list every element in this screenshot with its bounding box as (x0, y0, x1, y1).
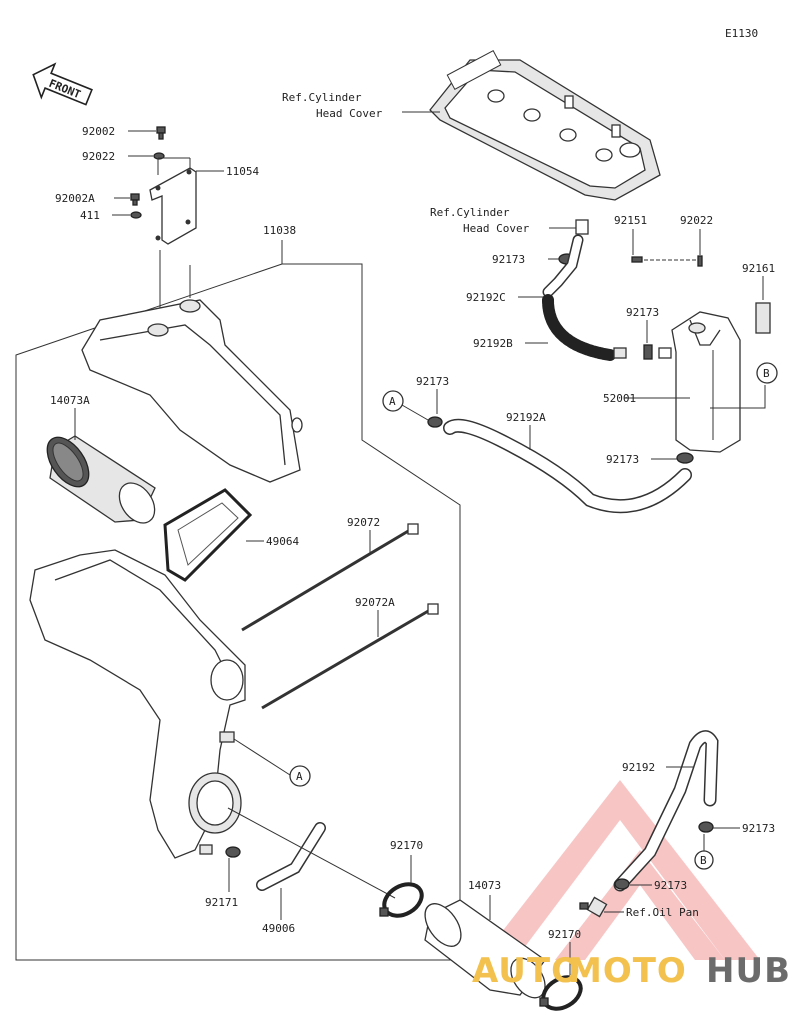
callout-A-hose-text: A (389, 395, 396, 408)
label-92192: 92192 (622, 761, 655, 774)
label-92173-a: 92173 (492, 253, 525, 266)
label-14073A: 14073A (50, 394, 90, 407)
air-filter-element-14073A (46, 435, 156, 524)
air-cleaner-cover-11038 (81, 299, 303, 483)
label-92192A: 92192A (506, 411, 546, 424)
label-92022-r: 92022 (680, 214, 713, 227)
svg-text:MOTO: MOTO (568, 951, 687, 991)
ref-head-cover-b-text-2: Head Cover (463, 222, 530, 235)
label-92002: 92002 (82, 125, 115, 138)
callout-B-tank-text: B (763, 367, 770, 380)
label-14073: 14073 (468, 879, 501, 892)
clamp-92173-e (698, 821, 714, 833)
label-92173-e: 92173 (742, 822, 775, 835)
screw-92151 (631, 256, 643, 263)
watermark-logo (480, 780, 760, 960)
label-49064: 49064 (266, 535, 299, 548)
label-92072A: 92072A (355, 596, 395, 609)
separator-tank-52001 (671, 311, 741, 453)
label-92173-f: 92173 (654, 879, 687, 892)
label-92170-a: 92170 (390, 839, 423, 852)
label-92173-d: 92173 (416, 375, 449, 388)
ref-head-cover-text-2: Head Cover (316, 107, 383, 120)
callout-B-low (694, 850, 714, 870)
gasket-49064 (163, 488, 253, 582)
clamp-92173-d (427, 416, 443, 428)
washer-92022-r (697, 255, 703, 267)
clamp-92171 (225, 846, 241, 858)
watermark-text: AUTO MOTO HUB (472, 951, 791, 991)
air-cleaner-case (29, 549, 246, 859)
callout-B-tank (756, 362, 778, 384)
pad-92161 (755, 302, 771, 334)
svg-text:HUB: HUB (706, 951, 791, 991)
band-92072A (261, 603, 439, 710)
clamp-92173-b (643, 344, 653, 360)
callout-A-main (289, 765, 311, 787)
band-92072 (241, 523, 419, 632)
breather-fitting (575, 219, 589, 235)
label-11054: 11054 (226, 165, 259, 178)
front-arrow-icon: FRONT (32, 62, 93, 106)
label-92151: 92151 (614, 214, 647, 227)
label-11038: 11038 (263, 224, 296, 237)
bolt-92002A (130, 193, 140, 206)
label-92171: 92171 (205, 896, 238, 909)
callout-B-low-text: B (700, 854, 707, 867)
label-92002A: 92002A (55, 192, 95, 205)
label-52001: 52001 (603, 392, 636, 405)
label-92173-b: 92173 (626, 306, 659, 319)
hose-92192B (542, 294, 616, 361)
bolt-92002 (156, 126, 166, 140)
label-92192C: 92192C (466, 291, 506, 304)
assembly-frame (15, 263, 461, 961)
callout-A-hose (382, 390, 404, 412)
washer-411 (130, 211, 142, 219)
intake-duct-14073 (424, 899, 546, 999)
cylinder-head-cover (429, 50, 661, 201)
label-92022-top: 92022 (82, 150, 115, 163)
clamp-92173-f (614, 878, 630, 890)
label-92161: 92161 (742, 262, 775, 275)
label-92173-c: 92173 (606, 453, 639, 466)
ref-head-cover-b-text-1: Ref.Cylinder (430, 206, 510, 219)
diagram-code: E1130 (725, 27, 758, 40)
clamp-92173-c (676, 452, 694, 464)
label-92170-b: 92170 (548, 928, 581, 941)
bracket-11054 (149, 167, 197, 245)
ref-oil-pan-text: Ref.Oil Pan (626, 906, 699, 919)
oil-pan-fitting (579, 896, 608, 918)
label-49006: 49006 (262, 922, 295, 935)
ref-head-cover-text-1: Ref.Cylinder (282, 91, 362, 104)
label-411: 411 (80, 209, 100, 222)
label-92072: 92072 (347, 516, 380, 529)
svg-text:AUTO: AUTO (472, 951, 581, 991)
callout-A-main-text: A (296, 770, 303, 783)
label-92192B: 92192B (473, 337, 513, 350)
